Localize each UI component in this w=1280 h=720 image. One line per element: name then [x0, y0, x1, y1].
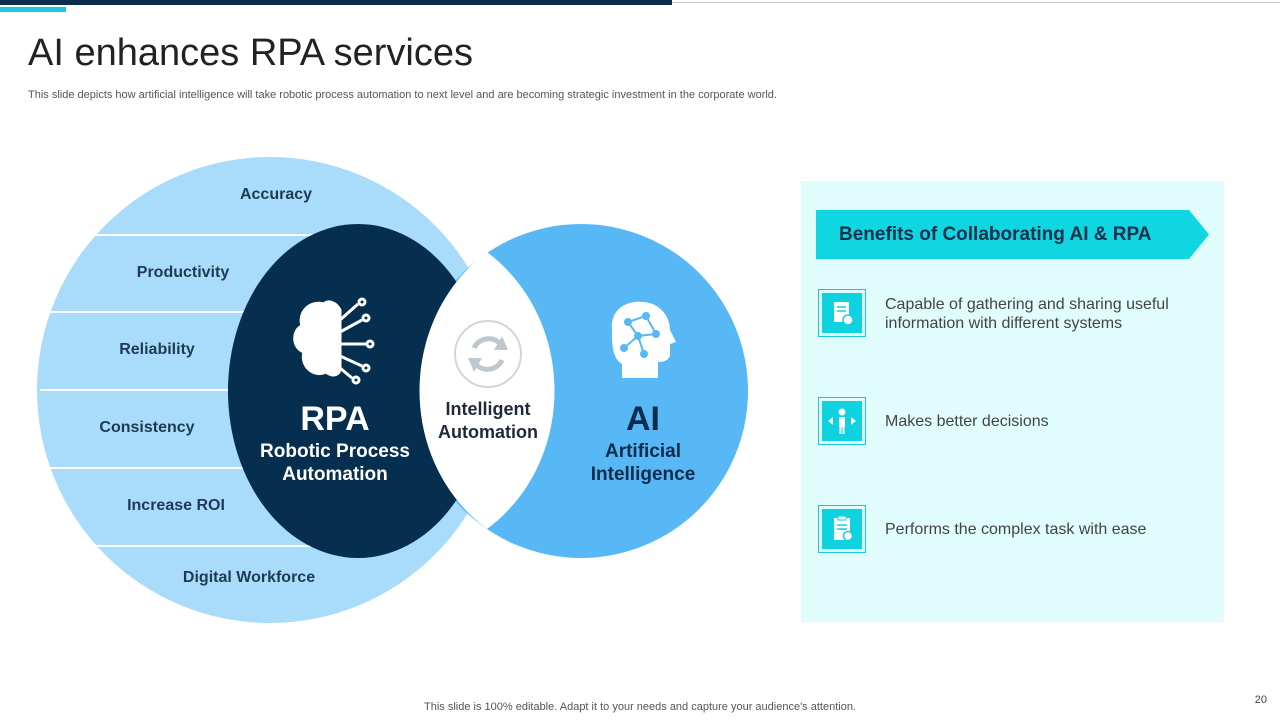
outer-item-consistency: Consistency — [99, 419, 195, 436]
outer-item-reliability: Reliability — [119, 341, 195, 358]
top-highlight-bar — [0, 7, 66, 12]
benefits-banner — [816, 210, 1209, 259]
rpa-line2: Automation — [282, 464, 388, 485]
center-line1: Intelligent — [445, 399, 531, 419]
page-number: 20 — [1254, 694, 1267, 706]
rpa-abbr: RPA — [300, 400, 370, 438]
brain-circuit-icon — [293, 297, 375, 385]
benefit-item-2: Makes better decisions — [885, 413, 1049, 430]
clipboard-check-icon — [818, 505, 866, 553]
center-line2: Automation — [438, 422, 538, 442]
benefits-title: Benefits of Collaborating AI & RPA — [839, 224, 1152, 245]
page-subtitle: This slide depicts how artificial intell… — [28, 89, 777, 101]
document-gear-icon — [818, 289, 866, 337]
intersection-lens — [419, 252, 555, 529]
outer-item-increase-roi: Increase ROI — [127, 497, 225, 514]
top-accent-bar — [0, 0, 672, 5]
outer-item-productivity: Productivity — [136, 264, 230, 281]
outer-item-accuracy: Accuracy — [239, 186, 313, 203]
ai-line1: Artificial — [604, 441, 682, 462]
outer-item-digital-workforce: Digital Workforce — [182, 569, 316, 586]
page-title: AI enhances RPA services — [28, 32, 473, 74]
ai-abbr: AI — [626, 400, 660, 438]
ai-line2: Intelligence — [590, 464, 696, 485]
benefit-item-3: Performs the complex task with ease — [885, 521, 1147, 538]
ai-head-icon — [611, 301, 676, 378]
benefit-item-1: Capable of gathering and sharing useful … — [885, 296, 1169, 332]
rpa-circle-extent — [228, 224, 488, 558]
footer-note: This slide is 100% editable. Adapt it to… — [424, 701, 856, 713]
top-divider — [672, 2, 1280, 3]
decision-person-icon — [818, 397, 866, 445]
rpa-line1: Robotic Process — [260, 441, 410, 462]
venn-diagram: Accuracy Productivity Reliability Consis… — [0, 140, 790, 640]
sync-icon — [454, 320, 522, 388]
venn-graphic — [37, 157, 748, 623]
